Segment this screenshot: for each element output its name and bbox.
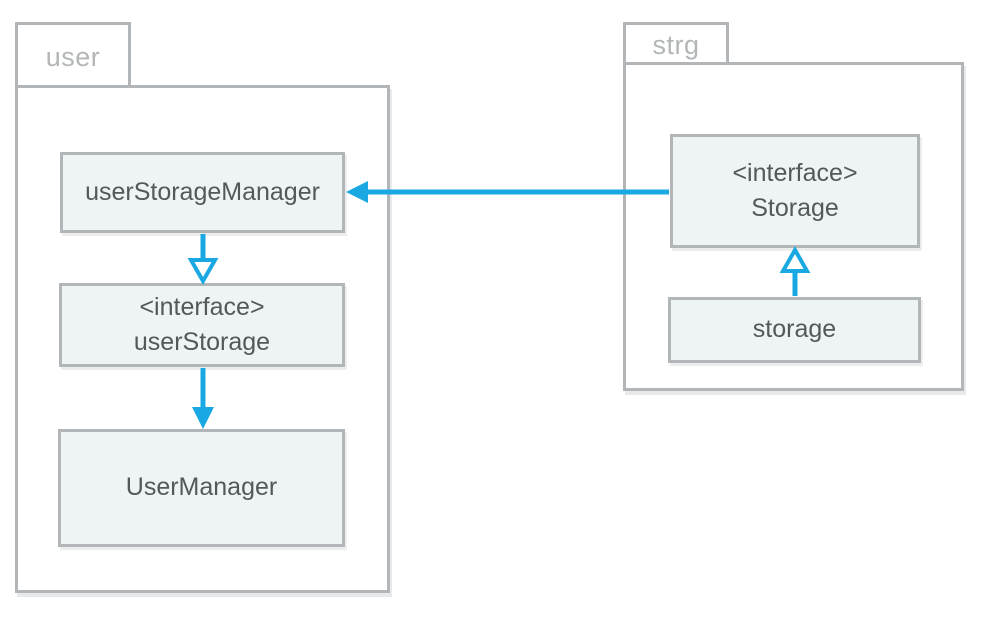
interface-name-label: userStorage bbox=[133, 328, 271, 356]
class-node-storage: storage bbox=[668, 297, 921, 363]
interface-stereotype-label: <interface> bbox=[139, 292, 265, 321]
interface-name-label: Storage bbox=[751, 194, 839, 222]
interface-stereotype-label: <interface> bbox=[732, 158, 858, 187]
interface-node-Storage: <interface> Storage bbox=[670, 134, 920, 248]
arrow-Storage-to-userStorageManager bbox=[346, 181, 669, 203]
class-node-label: userStorageManager bbox=[85, 177, 320, 206]
class-node-label: storage bbox=[752, 315, 837, 344]
class-node-UserManager: UserManager bbox=[58, 429, 345, 547]
class-node-userStorageManager: userStorageManager bbox=[60, 152, 345, 233]
package-strg-label: strg bbox=[652, 30, 700, 60]
class-node-label: UserManager bbox=[125, 473, 278, 502]
package-strg-tab: strg bbox=[623, 22, 729, 62]
package-user-label: user bbox=[45, 41, 101, 72]
interface-node-userStorage: <interface> userStorage bbox=[59, 283, 345, 367]
package-user-tab: user bbox=[15, 22, 131, 85]
